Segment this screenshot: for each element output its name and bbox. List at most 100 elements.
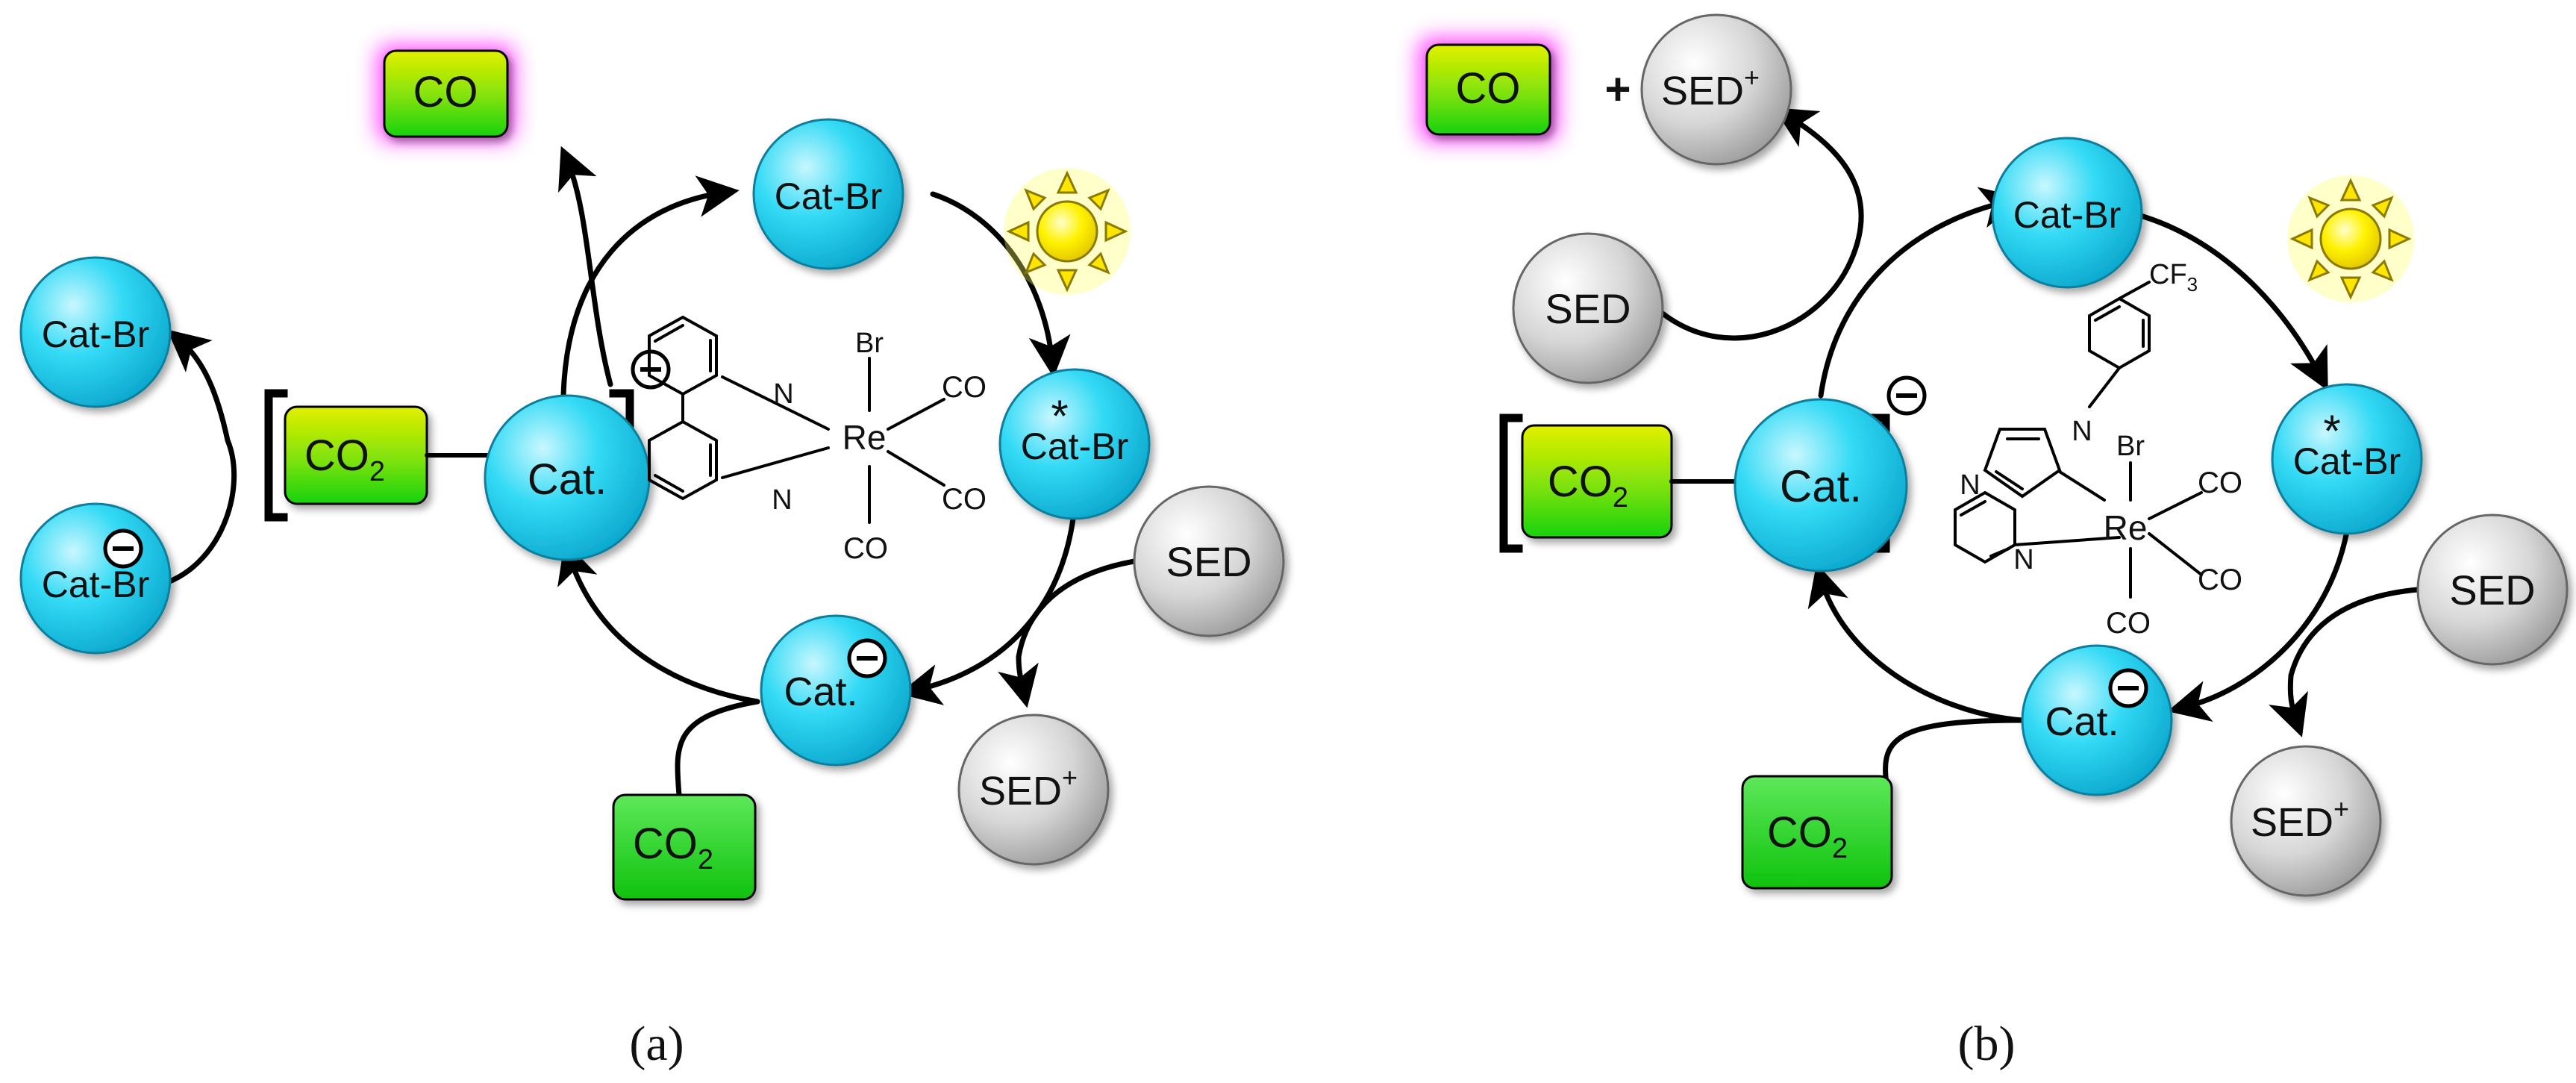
svg-text:SED+: SED+ xyxy=(2251,793,2349,845)
co2-bound-label-b: CO xyxy=(1548,458,1613,506)
complex-b-co1: CO xyxy=(2198,466,2242,499)
complex-b-co2: CO xyxy=(2198,564,2242,596)
sed-plus-top-label-b: SED xyxy=(1661,69,1744,113)
svg-text:CO2: CO2 xyxy=(633,820,713,876)
sed-left-label-b: SED xyxy=(1545,285,1631,332)
arrow-cat-to-catbr xyxy=(560,175,740,399)
complex-a-br: Br xyxy=(855,328,884,359)
sed-plus-sup: + xyxy=(1062,762,1078,793)
arrow-catbr-to-excited-b xyxy=(2109,206,2328,391)
sed-plus-top-node xyxy=(1640,13,1792,166)
sed-plus-sup-b: + xyxy=(2333,793,2349,824)
panel-a: CO CO2 CO2 Cat-Br Cat-Br * Cat. Cat. Cat… xyxy=(19,45,1285,1071)
svg-text:CO2: CO2 xyxy=(304,431,385,487)
co2-bound-label: CO xyxy=(304,431,369,480)
sun-icon xyxy=(2287,175,2414,302)
complex-b-br: Br xyxy=(2116,431,2145,462)
cat-center-label-b: Cat. xyxy=(1780,461,1862,511)
complex-a-co2: CO xyxy=(942,483,987,516)
complex-b-n3: N xyxy=(2013,544,2033,575)
co-product-box xyxy=(383,49,509,138)
cat-center-label: Cat. xyxy=(528,455,607,504)
svg-text:SED+: SED+ xyxy=(979,762,1078,814)
sed-plus-top-sup-b: + xyxy=(1744,62,1760,93)
complex-a-co3: CO xyxy=(843,532,888,565)
arrow-co2-feed xyxy=(675,699,760,798)
arrow-excited-to-anion-b xyxy=(2167,528,2350,722)
cat-center-node-b xyxy=(1734,398,1908,572)
arrow-sed-to-co-b xyxy=(1660,107,1864,341)
co2-feed-sub: 2 xyxy=(698,844,713,876)
sed-node xyxy=(1133,485,1285,637)
cat-anion-label: Cat. xyxy=(784,670,857,714)
co2-bound-sub-b: 2 xyxy=(1613,482,1628,514)
co-product-box-b xyxy=(1425,43,1551,136)
sed-label: SED xyxy=(1166,538,1251,585)
sed-plus-node-b xyxy=(2230,745,2382,897)
cat-br-anion-left-label: Cat-Br xyxy=(42,564,149,605)
co2-feed-box-b xyxy=(1741,775,1893,890)
cat-br-top-node-b xyxy=(1991,137,2143,289)
arrow-sed-out xyxy=(998,654,1039,708)
sun-icon xyxy=(1004,168,1131,295)
co2-feed-label-b: CO xyxy=(1767,808,1832,857)
cat-br-excited-label: Cat-Br xyxy=(1021,425,1128,467)
arrow-anion-to-cat xyxy=(557,541,760,705)
cat-br-excited-label-b: Cat-Br xyxy=(2293,440,2401,482)
sed-left-node xyxy=(1512,232,1664,384)
arrow-cat-to-catbr-b xyxy=(1818,187,2023,399)
arrow-anion-to-cat-b xyxy=(1807,563,2025,723)
sed-node-b xyxy=(2416,514,2569,666)
complex-b-re: Re xyxy=(2104,508,2148,547)
svg-text:CO2: CO2 xyxy=(1767,808,1848,864)
arrow-sed-in xyxy=(1016,558,1137,660)
arrow-co2-feed-b xyxy=(1883,717,2025,787)
caption-b: (b) xyxy=(1958,1017,2016,1071)
complex-a-n2: N xyxy=(772,484,792,516)
re-bpy-complex xyxy=(648,315,945,524)
sed-plus-node xyxy=(957,714,1110,866)
excited-star: * xyxy=(1051,391,1068,441)
svg-text:SED+: SED+ xyxy=(1661,62,1760,113)
sed-label-b: SED xyxy=(2449,567,2535,614)
cat-br-excited-node-b xyxy=(2271,383,2423,535)
caption-a: (a) xyxy=(629,1017,684,1071)
co-product-label: CO xyxy=(413,68,478,116)
complex-b-cf: CF3 xyxy=(2149,259,2198,296)
arrow-excited-to-anion xyxy=(898,516,1076,705)
complex-b-n1: N xyxy=(2072,416,2092,447)
minus-badge-icon xyxy=(103,528,143,569)
bracket-left-a xyxy=(264,389,288,522)
arrow-catbr-to-excited xyxy=(930,191,1071,378)
cat-br-top-node xyxy=(752,118,904,270)
sed-plus-label-b: SED xyxy=(2251,800,2333,845)
complex-a-n1: N xyxy=(773,378,793,410)
complex-a-co1: CO xyxy=(942,371,987,404)
minus-badge-icon xyxy=(1886,375,1927,416)
cat-br-excited-node xyxy=(998,368,1151,520)
complex-b-co3: CO xyxy=(2106,607,2151,640)
svg-text:CO2: CO2 xyxy=(1548,458,1628,514)
co-product-label-b: CO xyxy=(1456,64,1521,113)
minus-badge-icon xyxy=(847,638,887,678)
co2-bound-sub: 2 xyxy=(369,456,385,487)
arrow-cat-to-co xyxy=(558,146,613,387)
complex-b-n2: N xyxy=(1960,469,1980,501)
cat-anion-label-b: Cat. xyxy=(2045,699,2119,744)
cat-br-left-label: Cat-Br xyxy=(42,313,149,355)
arrow-sed-in-b xyxy=(2288,587,2421,678)
co2-feed-box xyxy=(612,793,757,901)
co2-feed-sub-b: 2 xyxy=(1832,833,1848,864)
plus-sign-b: + xyxy=(1604,64,1631,114)
cat-br-left-node xyxy=(19,256,172,408)
cat-br-top-label: Cat-Br xyxy=(775,175,882,217)
arrow-sed-out-b xyxy=(2269,672,2308,737)
excited-star-b: * xyxy=(2323,406,2340,456)
arrow-to-catbr-left xyxy=(165,329,237,585)
sed-plus-label: SED xyxy=(979,769,1062,814)
complex-a-re: Re xyxy=(842,418,887,457)
panel-b: CO + CO2 CO2 SED+ SED Cat-Br Cat-Br * Ca xyxy=(1418,13,2569,1071)
bracket-left-b xyxy=(1499,413,1523,553)
re-nhc-complex xyxy=(1954,281,2203,599)
